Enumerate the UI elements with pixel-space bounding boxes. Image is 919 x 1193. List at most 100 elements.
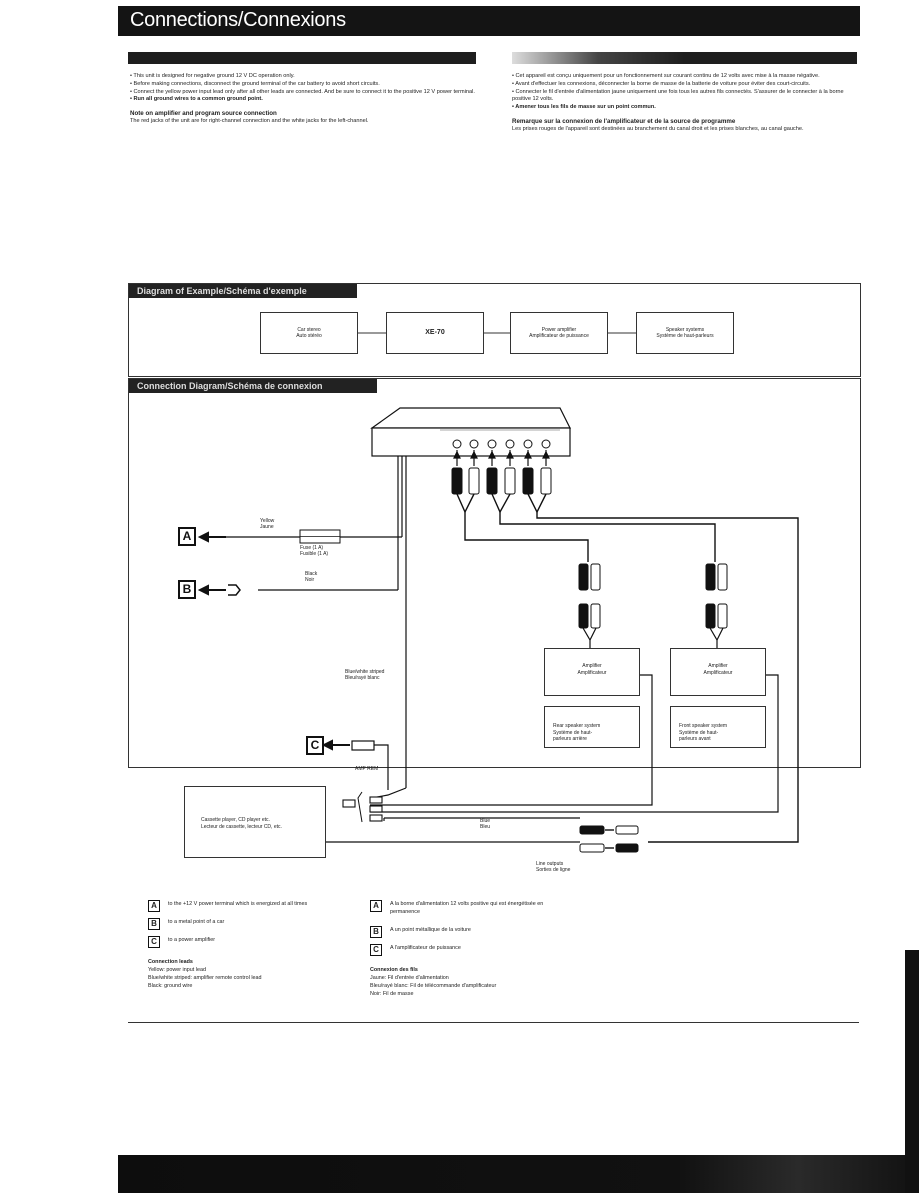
- legend-key-c: C: [148, 936, 160, 948]
- leads-heading: Connexion des fils: [370, 967, 418, 973]
- example-diagram-section: Diagram of Example/Schéma d'exemple: [128, 283, 861, 377]
- legend-text: A l'amplificateur de puissance: [390, 945, 461, 951]
- device-label: Rear speaker system: [553, 723, 601, 729]
- lead-item: Blue/white striped: amplifier remote con…: [148, 975, 262, 981]
- box-label: Système de haut-parleurs: [656, 333, 714, 339]
- fr-note-text: Les prises rouges de l'appareil sont des…: [512, 125, 804, 132]
- box-label: Auto stéréo: [296, 333, 322, 339]
- lead-item: Bleu/rayé blanc: Fil de télécommande d'a…: [370, 983, 497, 989]
- lead-item: Noir: Fil de masse: [370, 991, 414, 997]
- front-speaker-box: Front speaker system Système de haut- pa…: [670, 706, 766, 748]
- legend-item-a: A A la borne d'alimentation 12 volts pos…: [370, 900, 570, 916]
- device-label: parleurs arrière: [553, 736, 587, 742]
- box-label: Car stereo: [297, 326, 321, 333]
- jaune-label: Jaune: [260, 524, 274, 530]
- sorties-label: Sorties de ligne: [536, 867, 571, 873]
- english-section-bar: [128, 52, 476, 64]
- key-c-marker: C: [306, 736, 324, 755]
- page-title: Connections/Connexions: [130, 9, 346, 31]
- bluewhite-label: Blue/white striped: [345, 669, 385, 675]
- bottom-dark-band: [118, 1155, 918, 1193]
- yellow-label: Yellow: [260, 518, 275, 524]
- legend-text: A la borne d'alimentation 12 volts posit…: [390, 901, 544, 915]
- en-bullet: • Connect the yellow power input lead on…: [130, 88, 475, 95]
- legend-text: to the +12 V power terminal which is ene…: [168, 901, 308, 907]
- en-bold-bullet: • Run all ground wires to a common groun…: [130, 96, 263, 103]
- english-text: • This unit is designed for negative gro…: [130, 73, 475, 126]
- device-label: Front speaker system: [679, 723, 728, 729]
- key-b-marker: B: [178, 580, 196, 599]
- line-outputs-label: Line outputs: [536, 861, 564, 867]
- bleuraye-label: Bleu/rayé blanc: [345, 675, 380, 681]
- box-label: Power amplifier: [541, 326, 577, 333]
- amp-rem-label: AMP REM: [355, 766, 379, 772]
- legend-key-c: C: [370, 944, 382, 956]
- legend-item-b: B to a metal point of a car: [148, 918, 348, 930]
- device-label: Système de haut-: [553, 729, 593, 736]
- right-edge-spine: [905, 950, 919, 1193]
- black-label: Black: [305, 571, 318, 577]
- device-label: Amplifier: [708, 663, 728, 669]
- legend-text: to a power amplifier: [168, 937, 216, 943]
- fr-bullet: • Avant d'effectuer les connexions, déco…: [512, 80, 811, 87]
- legend-item-c: C to a power amplifier: [148, 936, 348, 948]
- lead-item: Yellow: power input lead: [148, 967, 206, 973]
- legend-text: to a metal point of a car: [168, 919, 225, 925]
- english-legend: A to the +12 V power terminal which is e…: [148, 900, 348, 990]
- french-section-bar: [512, 52, 857, 64]
- connection-diagram-heading: Connection Diagram/Schéma de connexion: [129, 379, 377, 393]
- rear-speaker-box: Rear speaker system Système de haut- par…: [544, 706, 640, 748]
- blue-label: Blue: [480, 818, 491, 824]
- fusible-label: Fusible (1 A): [300, 551, 329, 557]
- device-label: Système de haut-: [679, 729, 719, 736]
- source-device-box: Cassette player, CD player etc. Lecteur …: [184, 786, 326, 858]
- legend-key-b: B: [370, 926, 382, 938]
- device-label: Cassette player, CD player etc.: [201, 817, 270, 823]
- amplifier-front-box: Amplifier Amplificateur: [670, 648, 766, 696]
- legend-item-b: B A un point métallique de la voiture: [370, 926, 570, 938]
- en-bullet: • This unit is designed for negative gro…: [130, 73, 295, 79]
- bottom-rule: [128, 1022, 859, 1023]
- fr-bullet: • Cet appareil est conçu uniquement pour…: [512, 73, 820, 79]
- en-note-text: The red jacks of the unit are for right-…: [130, 117, 369, 124]
- fr-note-heading: Remarque sur la connexion de l'amplifica…: [512, 117, 736, 125]
- legend-key-b: B: [148, 918, 160, 930]
- legend-key-a: A: [370, 900, 382, 912]
- noir-label: Noir: [305, 577, 315, 583]
- french-text: • Cet appareil est conçu uniquement pour…: [512, 73, 852, 134]
- legend-item-a: A to the +12 V power terminal which is e…: [148, 900, 348, 912]
- device-label: Lecteur de cassette, lecteur CD, etc.: [201, 823, 282, 830]
- legend-text: A un point métallique de la voiture: [390, 927, 471, 933]
- example-diagram-heading: Diagram of Example/Schéma d'exemple: [129, 284, 357, 298]
- en-note-heading: Note on amplifier and program source con…: [130, 110, 277, 118]
- device-label: Amplificateur: [577, 669, 607, 676]
- lead-item: Jaune: Fil d'entrée d'alimentation: [370, 975, 449, 981]
- unit-top: [370, 407, 571, 429]
- en-bullet: • Before making connections, disconnect …: [130, 80, 380, 87]
- french-legend: A A la borne d'alimentation 12 volts pos…: [370, 900, 570, 998]
- amplifier-rear-box: Amplifier Amplificateur: [544, 648, 640, 696]
- leads-heading: Connection leads: [148, 959, 193, 965]
- device-label: Amplifier: [582, 663, 602, 669]
- bleu-label: Bleu: [480, 824, 491, 830]
- fuse-label: Fuse (1 A): [300, 545, 324, 551]
- device-label: Amplificateur: [703, 669, 733, 676]
- fr-bullet: • Connecter le fil d'entrée d'alimentati…: [512, 88, 844, 103]
- fr-bold-bullet: • Amener tous les fils de masse sur un p…: [512, 104, 656, 111]
- connection-diagram-section: Connection Diagram/Schéma de connexion: [128, 378, 861, 768]
- legend-item-c: C A l'amplificateur de puissance: [370, 944, 570, 956]
- legend-key-a: A: [148, 900, 160, 912]
- box-label: Speaker systems: [665, 326, 705, 333]
- box-label: Amplificateur de puissance: [529, 333, 589, 339]
- xe70-box: XE-70: [386, 312, 484, 354]
- page-title-bar: Connections/Connexions: [118, 6, 860, 36]
- key-a-marker: A: [178, 527, 196, 546]
- lead-item: Black: ground wire: [148, 983, 193, 989]
- box-label: XE-70: [425, 328, 445, 336]
- device-label: parleurs avant: [679, 736, 711, 742]
